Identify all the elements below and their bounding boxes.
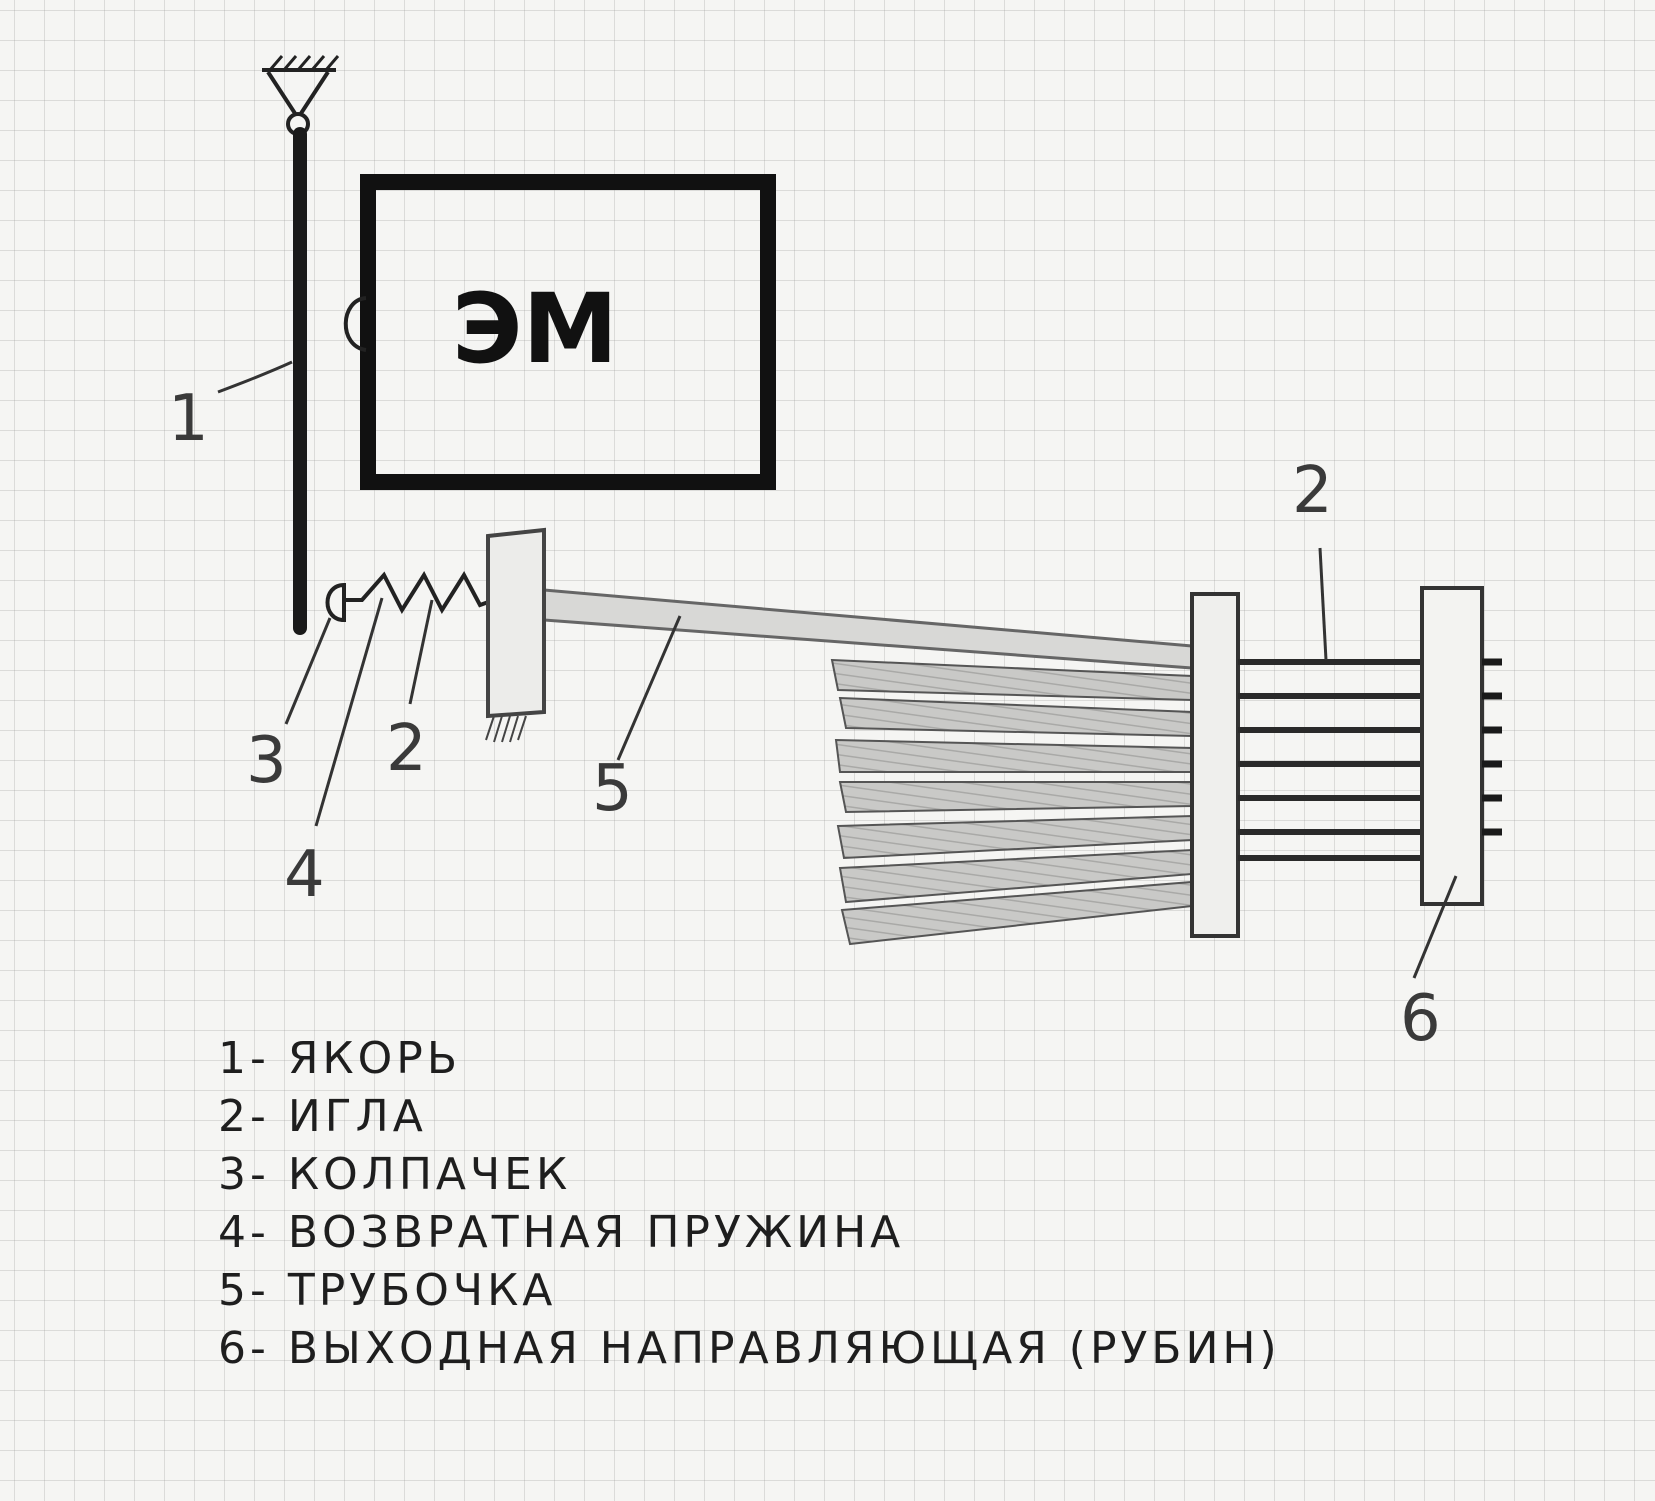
callout-4-spring: 4 bbox=[284, 838, 325, 912]
leader-lines bbox=[217, 360, 1458, 979]
needle-tube bbox=[542, 588, 1194, 670]
legend-number: 2 bbox=[218, 1091, 250, 1142]
legend: 1- ЯКОРЬ 2- ИГЛА 3- КОЛПАЧЕК 4- ВОЗВРАТН… bbox=[218, 1030, 1418, 1378]
legend-number: 4 bbox=[218, 1207, 250, 1258]
callout-1-anchor: 1 bbox=[168, 382, 209, 456]
needle-bundle bbox=[830, 658, 1193, 946]
legend-text: - ВОЗВРАТНАЯ ПРУЖИНА bbox=[250, 1207, 905, 1258]
legend-item: 2- ИГЛА bbox=[218, 1088, 1418, 1146]
cap bbox=[325, 582, 346, 623]
em-label: ЭМ bbox=[452, 273, 618, 385]
electromagnet: ЭМ bbox=[343, 174, 776, 490]
needle-tips bbox=[1482, 658, 1502, 836]
pivot-hinge bbox=[262, 55, 340, 136]
callout-2-needle-left: 2 bbox=[386, 712, 427, 786]
callout-3-cap: 3 bbox=[246, 724, 287, 798]
callout-2-needle-top: 2 bbox=[1292, 454, 1333, 528]
return-spring bbox=[344, 570, 495, 615]
front-guide bbox=[1190, 592, 1240, 938]
legend-item: 5- ТРУБОЧКА bbox=[218, 1262, 1418, 1320]
exit-guide-ruby bbox=[1420, 586, 1484, 906]
needles bbox=[1238, 659, 1422, 861]
legend-text: - ТРУБОЧКА bbox=[250, 1265, 557, 1316]
legend-item: 4- ВОЗВРАТНАЯ ПРУЖИНА bbox=[218, 1204, 1418, 1262]
legend-number: 5 bbox=[218, 1265, 250, 1316]
legend-text: - ЯКОРЬ bbox=[250, 1033, 462, 1084]
legend-text: - КОЛПАЧЕК bbox=[250, 1149, 572, 1200]
legend-number: 6 bbox=[218, 1323, 250, 1374]
rear-holder bbox=[485, 527, 546, 743]
legend-item: 1- ЯКОРЬ bbox=[218, 1030, 1418, 1088]
callout-6-guide: 6 bbox=[1400, 982, 1441, 1056]
legend-item: 6- ВЫХОДНАЯ НАПРАВЛЯЮЩАЯ (РУБИН) bbox=[218, 1320, 1418, 1378]
legend-number: 1 bbox=[218, 1033, 250, 1084]
legend-number: 3 bbox=[218, 1149, 250, 1200]
legend-text: - ВЫХОДНАЯ НАПРАВЛЯЮЩАЯ (РУБИН) bbox=[250, 1323, 1281, 1374]
legend-text: - ИГЛА bbox=[250, 1091, 427, 1142]
legend-item: 3- КОЛПАЧЕК bbox=[218, 1146, 1418, 1204]
callout-5-tube: 5 bbox=[592, 752, 633, 826]
